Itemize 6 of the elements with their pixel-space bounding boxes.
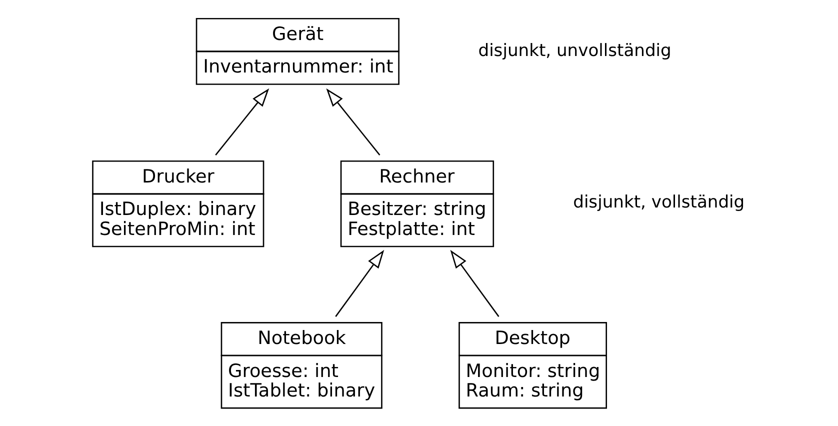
label: disjunkt, unvollständig xyxy=(478,40,671,61)
arrow xyxy=(326,88,380,156)
arrow xyxy=(450,250,499,317)
arrow xyxy=(214,88,269,156)
arrow xyxy=(334,250,384,317)
label: disjunkt, vollständig xyxy=(572,192,744,213)
